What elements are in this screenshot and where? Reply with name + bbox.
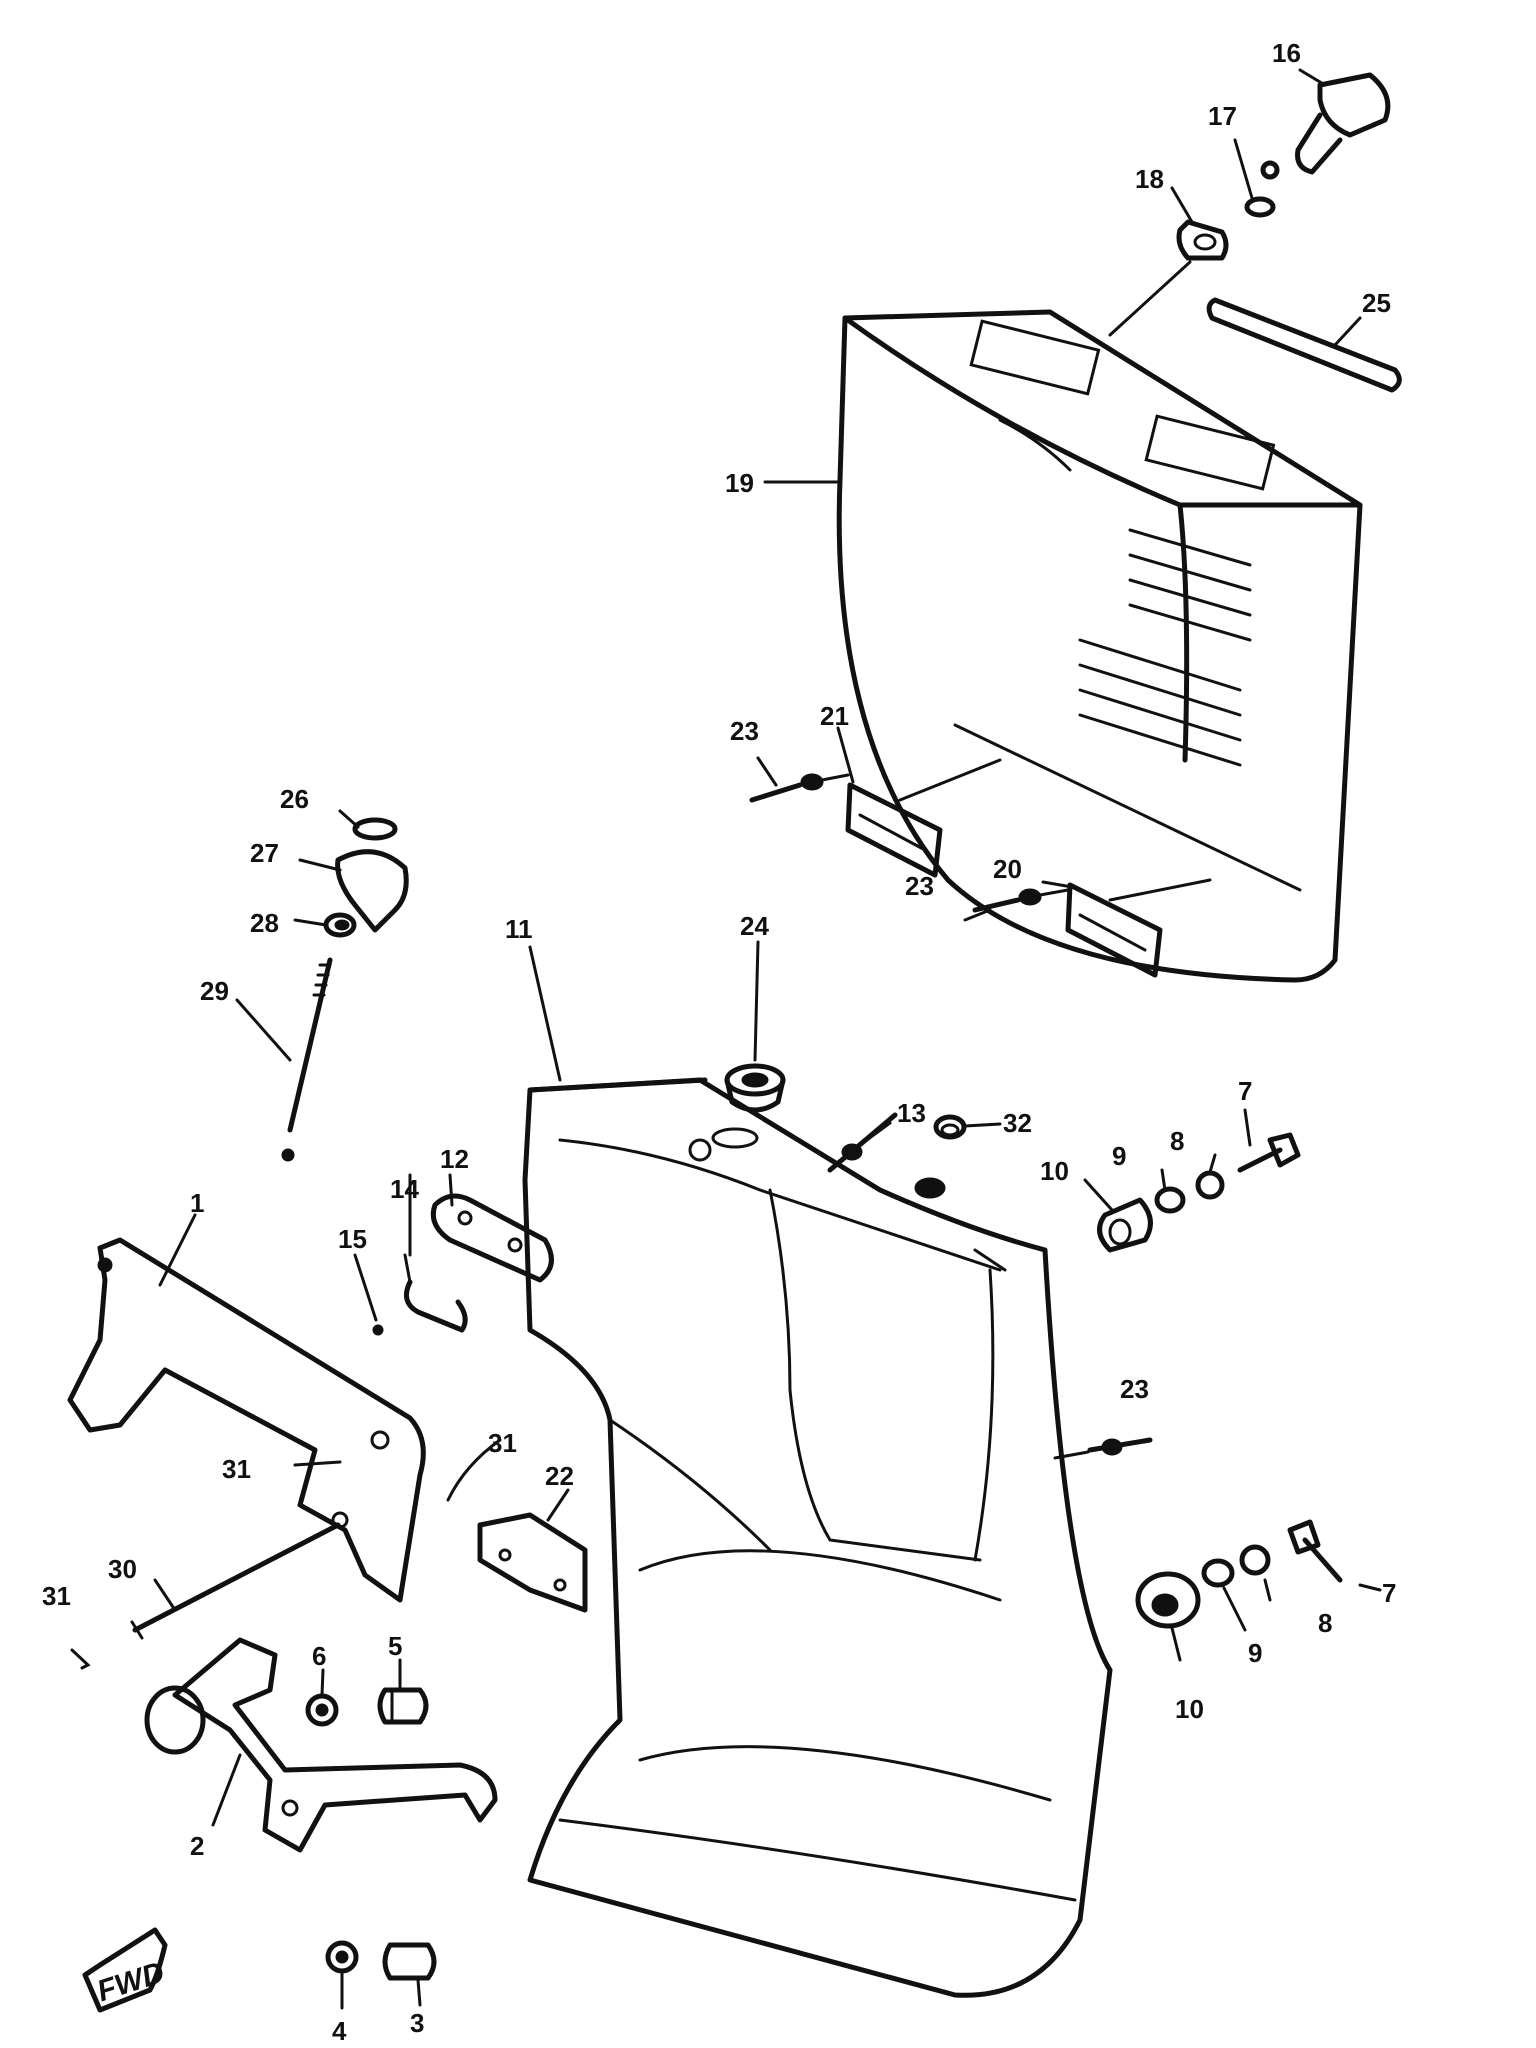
callout-7b: 7 xyxy=(1382,1578,1396,1608)
callout-9b: 9 xyxy=(1248,1638,1262,1668)
knob-nut xyxy=(1176,219,1229,261)
washer-8-lower xyxy=(1239,1544,1271,1576)
callout-12: 12 xyxy=(440,1144,469,1174)
callout-3: 3 xyxy=(410,2008,424,2038)
latch-spring xyxy=(403,1253,468,1333)
washer-8-upper xyxy=(1195,1170,1225,1200)
knob-axis-line xyxy=(1108,260,1192,337)
callout-10b: 10 xyxy=(1175,1694,1204,1724)
callout-24: 24 xyxy=(740,911,769,941)
callout-10a: 10 xyxy=(1040,1156,1069,1186)
rod-top-nut xyxy=(352,817,398,841)
mount-plate xyxy=(477,1512,588,1613)
callout-25: 25 xyxy=(1362,288,1391,318)
callout-29: 29 xyxy=(200,976,229,1006)
inner-panel xyxy=(522,1077,1113,1998)
callout-2: 2 xyxy=(190,1831,204,1861)
forward-direction-marker: FWD xyxy=(82,1927,168,2013)
callout-31a: 31 xyxy=(222,1454,251,1484)
grommet xyxy=(933,1114,967,1140)
callout-4: 4 xyxy=(332,2016,347,2046)
lever-arm xyxy=(144,1637,498,1853)
screw-side xyxy=(1053,1437,1153,1460)
callout-31c: 31 xyxy=(42,1581,71,1611)
callout-9a: 9 xyxy=(1112,1141,1126,1171)
callout-16: 16 xyxy=(1272,38,1301,68)
bolt-lower xyxy=(1287,1519,1343,1583)
cover-louvers xyxy=(1078,528,1252,767)
callout-1: 1 xyxy=(190,1188,204,1218)
bushing-10-upper xyxy=(1097,1197,1153,1253)
pivot-pin-lower xyxy=(382,1942,437,1981)
latch-pin xyxy=(372,1324,384,1336)
cover-bracket-lower xyxy=(1065,882,1163,978)
washer-upper xyxy=(305,1693,339,1727)
callout-31b: 31 xyxy=(488,1428,517,1458)
callout-23a: 23 xyxy=(730,716,759,746)
callout-17: 17 xyxy=(1208,101,1237,131)
washer-lower xyxy=(325,1940,359,1974)
callout-28: 28 xyxy=(250,908,279,938)
callout-13: 13 xyxy=(897,1098,926,1128)
callout-numbers: 16 17 18 25 19 23 21 23 20 24 11 13 32 7… xyxy=(42,38,1396,2046)
callout-32: 32 xyxy=(1003,1108,1032,1138)
callout-18: 18 xyxy=(1135,164,1164,194)
leader-lines xyxy=(211,68,1382,2010)
callout-30: 30 xyxy=(108,1554,137,1584)
screw-upper xyxy=(749,773,850,803)
cover-bracket-upper xyxy=(845,782,943,878)
knob-washer xyxy=(1244,196,1276,218)
callout-19: 19 xyxy=(725,468,754,498)
link-rod xyxy=(130,1522,341,1640)
rod-washer xyxy=(323,912,357,938)
screw-middle xyxy=(972,888,1070,913)
callout-21: 21 xyxy=(820,701,849,731)
rod-knob xyxy=(335,849,409,933)
callout-15: 15 xyxy=(338,1224,367,1254)
control-rod xyxy=(281,957,333,1162)
clip-3 xyxy=(70,1648,91,1670)
spacer-9-upper xyxy=(1154,1186,1186,1214)
pivot-pin-upper xyxy=(377,1687,429,1725)
callout-23b: 23 xyxy=(905,871,934,901)
seal-strip xyxy=(1206,297,1402,393)
clip-2 xyxy=(446,1438,502,1502)
callout-5: 5 xyxy=(388,1631,402,1661)
callout-8a: 8 xyxy=(1170,1126,1184,1156)
callout-7a: 7 xyxy=(1238,1076,1252,1106)
latch-plate xyxy=(430,1193,554,1283)
callout-11: 11 xyxy=(505,914,533,944)
callout-6: 6 xyxy=(312,1641,326,1671)
callout-26: 26 xyxy=(280,784,309,814)
callout-8b: 8 xyxy=(1318,1608,1332,1638)
radiator-cover xyxy=(836,309,1363,983)
clip-1 xyxy=(293,1460,342,1467)
bushing-10-lower xyxy=(1135,1571,1201,1629)
callout-23c: 23 xyxy=(1120,1374,1149,1404)
cover-knob xyxy=(1260,72,1391,180)
callout-20: 20 xyxy=(993,854,1022,884)
callout-14: 14 xyxy=(390,1174,419,1204)
grommet-cap xyxy=(724,1063,786,1113)
callout-27: 27 xyxy=(250,838,279,868)
spacer-9-lower xyxy=(1201,1558,1235,1588)
callout-22: 22 xyxy=(545,1461,574,1491)
frame-bracket xyxy=(67,1237,426,1603)
bolt-upper xyxy=(1237,1132,1301,1173)
